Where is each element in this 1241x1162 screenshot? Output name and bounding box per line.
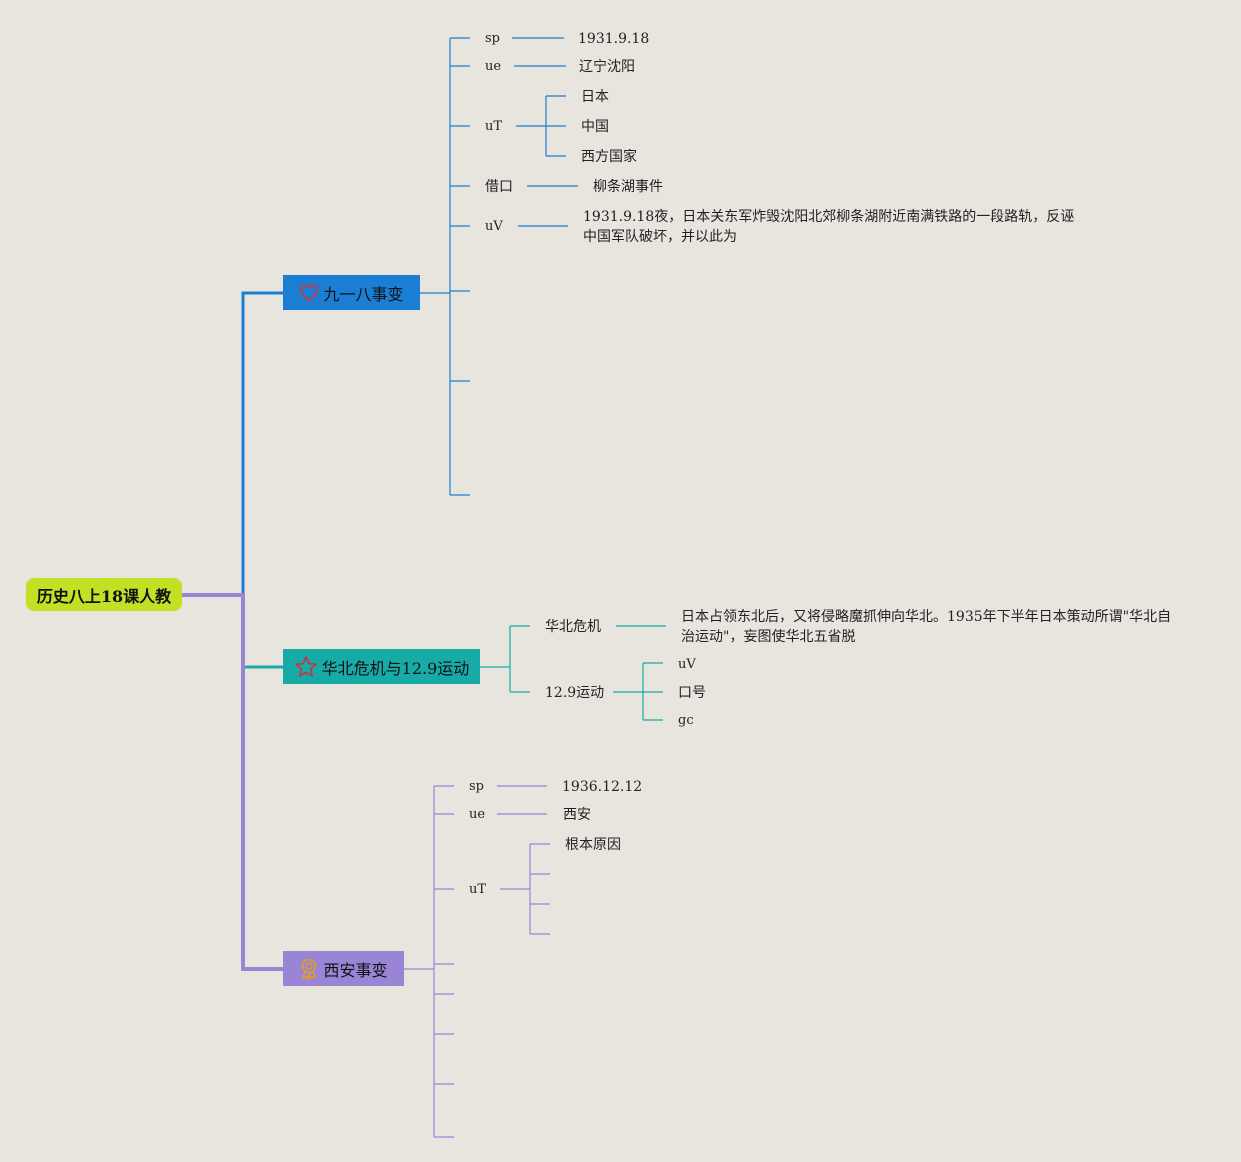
- party-item[interactable]: 日本: [581, 89, 609, 105]
- crisis-label[interactable]: 华北危机: [545, 619, 601, 635]
- branch-title: 华北危机与12.9运动: [321, 658, 470, 678]
- award-icon: [302, 958, 317, 980]
- crisis-description[interactable]: 日本占领东北后，又将侵略魔抓伸向华北。1935年下半年日本策动所谓"华北自治运动…: [681, 609, 1172, 645]
- time-value[interactable]: 1936.12.12: [562, 779, 643, 795]
- place-value[interactable]: 西安: [563, 807, 591, 823]
- root-topic[interactable]: 历史八上18课人教: [26, 578, 182, 611]
- place-label[interactable]: ue: [485, 59, 502, 74]
- party-item[interactable]: 中国: [581, 119, 609, 135]
- time-label[interactable]: sp: [485, 31, 500, 46]
- star-icon: [294, 655, 317, 677]
- movement-item[interactable]: 口号: [678, 685, 706, 701]
- process-label[interactable]: uV: [485, 219, 503, 234]
- cause-item[interactable]: 根本原因: [565, 837, 621, 853]
- movement-item[interactable]: uV: [678, 657, 696, 672]
- party-item[interactable]: 西方国家: [581, 149, 637, 165]
- pretext-value[interactable]: 柳条湖事件: [593, 179, 663, 195]
- cause-label[interactable]: uT: [469, 882, 487, 897]
- movement-item[interactable]: gc: [678, 713, 694, 728]
- branch-title: 九一八事变: [323, 284, 404, 304]
- parties-label[interactable]: uT: [485, 119, 503, 134]
- movement-label[interactable]: 12.9运动: [545, 685, 605, 701]
- place-value[interactable]: 辽宁沈阳: [579, 59, 635, 75]
- process-description[interactable]: 1931.9.18夜，日本关东军炸毁沈阳北郊柳条湖附近南满铁路的一段路轨，反诬中…: [583, 209, 1075, 245]
- branch-north-china-crisis[interactable]: 华北危机与12.9运动: [283, 649, 480, 684]
- branch-title: 西安事变: [323, 960, 388, 980]
- branch-918-incident[interactable]: 九一八事变: [283, 275, 420, 310]
- pretext-label[interactable]: 借口: [485, 179, 513, 195]
- branch-xian-incident[interactable]: 西安事变: [283, 951, 404, 986]
- time-label[interactable]: sp: [469, 779, 484, 794]
- heart-icon: [300, 284, 319, 302]
- time-value[interactable]: 1931.9.18: [578, 31, 650, 47]
- place-label[interactable]: ue: [469, 807, 486, 822]
